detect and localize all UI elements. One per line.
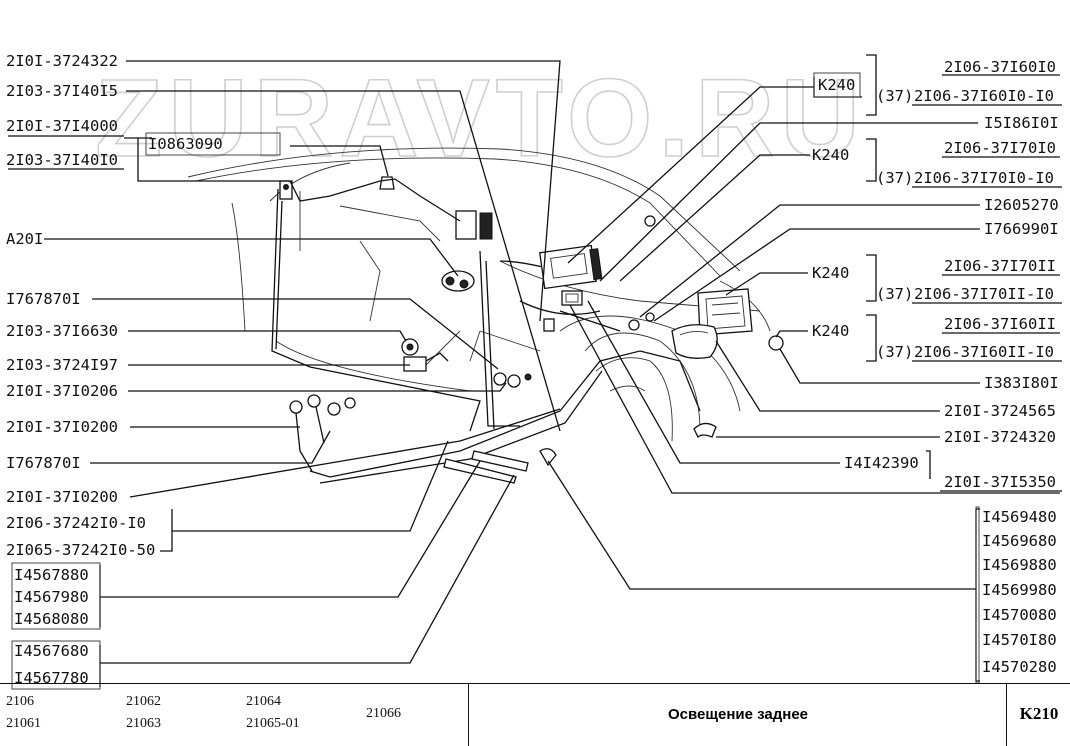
part-label[interactable]: I4570080 xyxy=(982,606,1057,624)
part-label[interactable]: 2I06-37242I0-I0 xyxy=(6,514,146,532)
rear-lamp-right xyxy=(697,288,753,336)
part-label[interactable]: 2I03-37I40I5 xyxy=(6,82,118,100)
model-code: 21062 xyxy=(126,694,161,709)
model-code: 21061 xyxy=(6,716,41,731)
box-group-a xyxy=(11,562,101,630)
door-switch-upper xyxy=(279,180,293,200)
part-label[interactable]: (37) xyxy=(876,285,913,303)
part-label[interactable]: K240 xyxy=(812,322,849,340)
part-label[interactable]: I4569680 xyxy=(982,532,1057,550)
part-label[interactable]: I766990I xyxy=(984,220,1059,238)
part-label[interactable]: I4567780 xyxy=(14,669,89,687)
wiring-harness xyxy=(271,188,701,484)
part-label[interactable]: I4568080 xyxy=(14,610,89,628)
license-plate-lamp xyxy=(693,422,717,439)
part-label[interactable]: (37) xyxy=(876,343,913,361)
part-label[interactable]: A20I xyxy=(6,230,43,248)
lamp-connector-center xyxy=(561,290,583,306)
part-label[interactable]: K240 xyxy=(812,264,849,282)
part-label[interactable]: 2I0I-37I5350 xyxy=(944,473,1056,491)
clip-small xyxy=(543,215,784,351)
section-code: K210 xyxy=(1019,704,1059,723)
right-leader-lines xyxy=(547,54,1060,682)
part-label[interactable]: I4569480 xyxy=(982,508,1057,526)
connector-cluster xyxy=(289,394,356,472)
part-label[interactable]: I4567980 xyxy=(14,588,89,606)
box-i0863090 xyxy=(145,132,281,156)
model-code: 21065-01 xyxy=(246,716,300,731)
lamp-housing-center xyxy=(539,244,603,290)
part-label[interactable]: 2I0I-37I0200 xyxy=(6,418,118,436)
car-body-outline xyxy=(187,147,771,442)
footer-divider xyxy=(468,684,470,746)
model-code: 21066 xyxy=(366,706,401,721)
footer-bar: 2106 21061 21062 21063 21064 21065-01 21… xyxy=(0,683,1070,746)
watermark: ZURAVTO.RU xyxy=(95,57,866,180)
part-label[interactable]: I4570280 xyxy=(982,658,1057,676)
bulb-holder-a xyxy=(441,270,475,292)
part-label[interactable]: 2I06-37I60II xyxy=(944,315,1056,333)
model-code: 21063 xyxy=(126,716,161,731)
part-label[interactable]: (37) xyxy=(876,87,913,105)
part-label[interactable]: 2I03-37I40I0 xyxy=(6,151,118,169)
part-label[interactable]: K240 xyxy=(818,76,855,94)
part-label[interactable]: 2I06-37I60II-I0 xyxy=(914,343,1054,361)
part-label[interactable]: 2I0I-3724322 xyxy=(6,52,118,70)
part-label[interactable]: I4I42390 xyxy=(844,454,919,472)
part-label[interactable]: I2605270 xyxy=(984,196,1059,214)
part-label[interactable]: I4567880 xyxy=(14,566,89,584)
page-title: Освещение заднее xyxy=(667,706,809,723)
part-label[interactable]: I767870I xyxy=(6,290,81,308)
part-label[interactable]: 2I065-37242I0-50 xyxy=(6,541,155,559)
part-label[interactable]: 2I06-37I60I0-I0 xyxy=(914,87,1054,105)
part-label[interactable]: 2I0I-3724565 xyxy=(944,402,1056,420)
reflector-lens xyxy=(671,324,718,359)
part-label[interactable]: 2I0I-37I4000 xyxy=(6,117,118,135)
part-label[interactable]: 2I06-37I70I0-I0 xyxy=(914,169,1054,187)
part-label[interactable]: I767870I xyxy=(6,454,81,472)
part-label[interactable]: I4567680 xyxy=(14,642,89,660)
part-label[interactable]: I383I80I xyxy=(984,374,1059,392)
sill-trim-strips xyxy=(443,448,557,484)
part-label[interactable]: I5I86I0I xyxy=(984,114,1059,132)
footer-divider xyxy=(1006,684,1008,746)
part-label[interactable]: 2I03-37I6630 xyxy=(6,322,118,340)
part-label[interactable]: 2I0I-3724320 xyxy=(944,428,1056,446)
part-label[interactable]: I4569880 xyxy=(982,556,1057,574)
part-label[interactable]: K240 xyxy=(812,146,849,164)
model-code: 21064 xyxy=(246,694,281,709)
part-label[interactable]: I4570I80 xyxy=(982,631,1057,649)
part-label[interactable]: 2I0I-37I0200 xyxy=(6,488,118,506)
part-label[interactable]: 2I06-37I70II xyxy=(944,257,1056,275)
part-label[interactable]: 2I06-37I60I0 xyxy=(944,58,1056,76)
part-label[interactable]: 2I0I-37I0206 xyxy=(6,382,118,400)
box-k240-a xyxy=(813,72,861,98)
plafond-lamp xyxy=(379,176,493,240)
part-label[interactable]: (37) xyxy=(876,169,913,187)
right-labels: K240 2I06-37I60I0 (37) 2I06-37I60I0-I0 I… xyxy=(812,58,1059,676)
part-label[interactable]: I4569980 xyxy=(982,581,1057,599)
part-label[interactable]: 2I03-3724I97 xyxy=(6,356,118,374)
label-underlines xyxy=(8,74,1062,492)
fuse-holder xyxy=(493,372,532,388)
switch-assembly xyxy=(401,338,449,372)
box-group-b xyxy=(11,640,101,690)
model-code: 2106 xyxy=(6,694,34,709)
part-label[interactable]: 2I06-37I70II-I0 xyxy=(914,285,1054,303)
left-labels: 2I0I-3724322 2I03-37I40I5 2I0I-37I4000 2… xyxy=(6,52,223,687)
left-leader-lines xyxy=(44,60,561,687)
part-label[interactable]: 2I06-37I70I0 xyxy=(944,139,1056,157)
part-label[interactable]: I0863090 xyxy=(148,135,223,153)
